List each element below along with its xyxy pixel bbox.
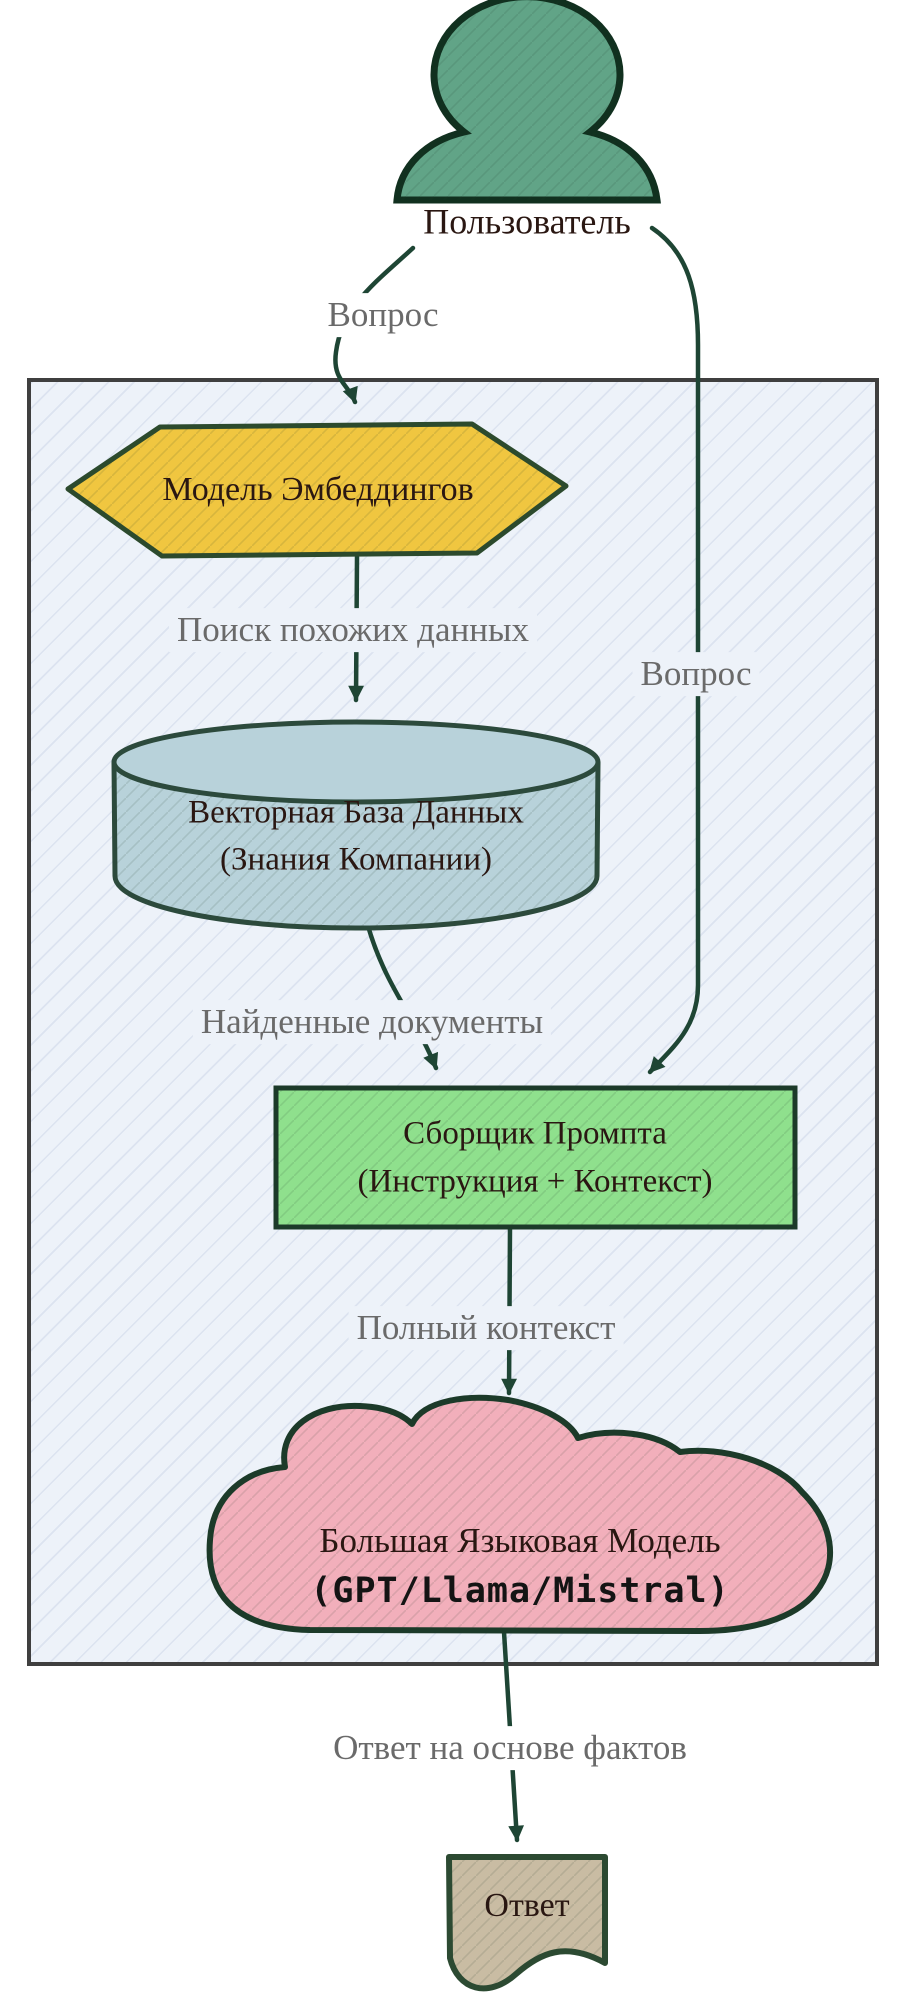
prompt-assembler-node [273,1085,798,1230]
llm-cloud-node [206,1394,834,1634]
edge-label-similar-search: Поиск похожих данных [169,608,537,652]
edge-label-full-context: Полный контекст [348,1306,624,1350]
vector-db-label-line2: (Знания Компании) [220,841,492,878]
edge-question-right [647,225,701,1075]
edge-label-found-docs: Найденные документы [192,1000,552,1044]
user-label: Пользователь [423,201,631,242]
embedding-model-label: Модель Эмбеддингов [162,470,474,508]
llm-label-line2: (GPT/Llama/Mistral) [310,1571,730,1612]
edge-label-fact-answer: Ответ на основе фактов [325,1726,695,1770]
answer-document-node [446,1854,608,1992]
edge-label-question-right: Вопрос [632,652,760,696]
user-person-icon [393,0,661,204]
edge-question-left [333,245,416,405]
prompt-assembler-label-line2: (Инструкция + Контекст) [357,1163,713,1200]
vector-db-label-line1: Векторная База Данных [188,794,524,831]
answer-label: Ответ [484,1886,570,1924]
vector-db-node [111,719,601,931]
prompt-assembler-label-line1: Сборщик Промпта [403,1115,667,1152]
embedding-model-node [65,421,569,559]
llm-label-line1: Большая Языковая Модель [319,1521,721,1561]
edge-label-question-left: Вопрос [319,293,447,337]
